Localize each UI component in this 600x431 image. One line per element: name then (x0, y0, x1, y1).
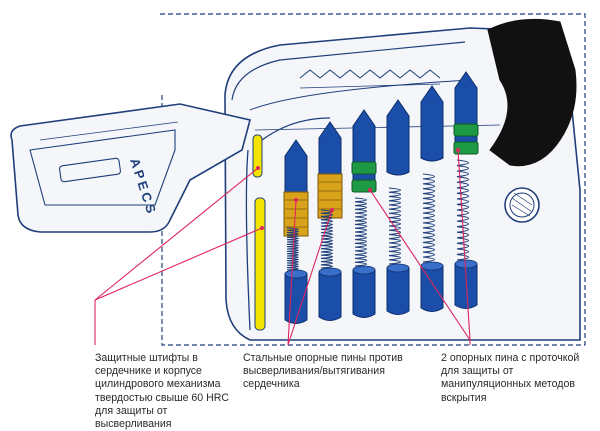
caption-grooved-pins: 2 опорных пина с проточкой для защиты от… (441, 352, 580, 404)
caption-hardened-pins: Защитные штифты в сердечнике и корпусе ц… (95, 352, 230, 431)
leader-dots (256, 148, 460, 230)
spring (388, 187, 402, 265)
key-pin (352, 269, 376, 318)
key-pin (284, 273, 308, 324)
spring (456, 159, 470, 261)
pin-stack-5 (420, 85, 444, 312)
driver-pin (386, 99, 410, 176)
caption-steel-pins: Стальные опорные пины против высверливан… (243, 352, 403, 391)
pin-stack-4 (386, 99, 410, 315)
driver-pin (420, 85, 444, 162)
pin-stack-1 (283, 139, 309, 324)
steel-anti-drill-pin (317, 173, 343, 219)
cutaway-frame (160, 13, 586, 346)
hardened-pin-lower (254, 197, 266, 331)
cam (487, 18, 577, 167)
key-pin (318, 271, 342, 321)
key-pin (420, 265, 444, 312)
grooved-pin-band (351, 179, 377, 193)
lock-cylinder-diagram: APECS (10, 13, 586, 346)
pin-stacks (283, 71, 479, 324)
cylinder-housing (224, 27, 581, 341)
spring (320, 209, 334, 269)
hardened-pin-upper (252, 134, 263, 178)
hardened-anti-drill-pins (252, 134, 266, 331)
key-pin (454, 263, 478, 309)
leader-lines (94, 149, 471, 346)
grooved-pin-band (453, 123, 479, 137)
key-pin (386, 267, 410, 315)
pin-stack-6 (453, 71, 479, 309)
spring (422, 173, 436, 263)
spring (354, 197, 368, 267)
pin-stack-2 (317, 121, 343, 321)
grooved-pin-band (351, 161, 377, 175)
spring (286, 227, 300, 271)
key: APECS (10, 103, 251, 233)
grooved-pin-band (453, 141, 479, 155)
screw-hole (504, 187, 540, 223)
